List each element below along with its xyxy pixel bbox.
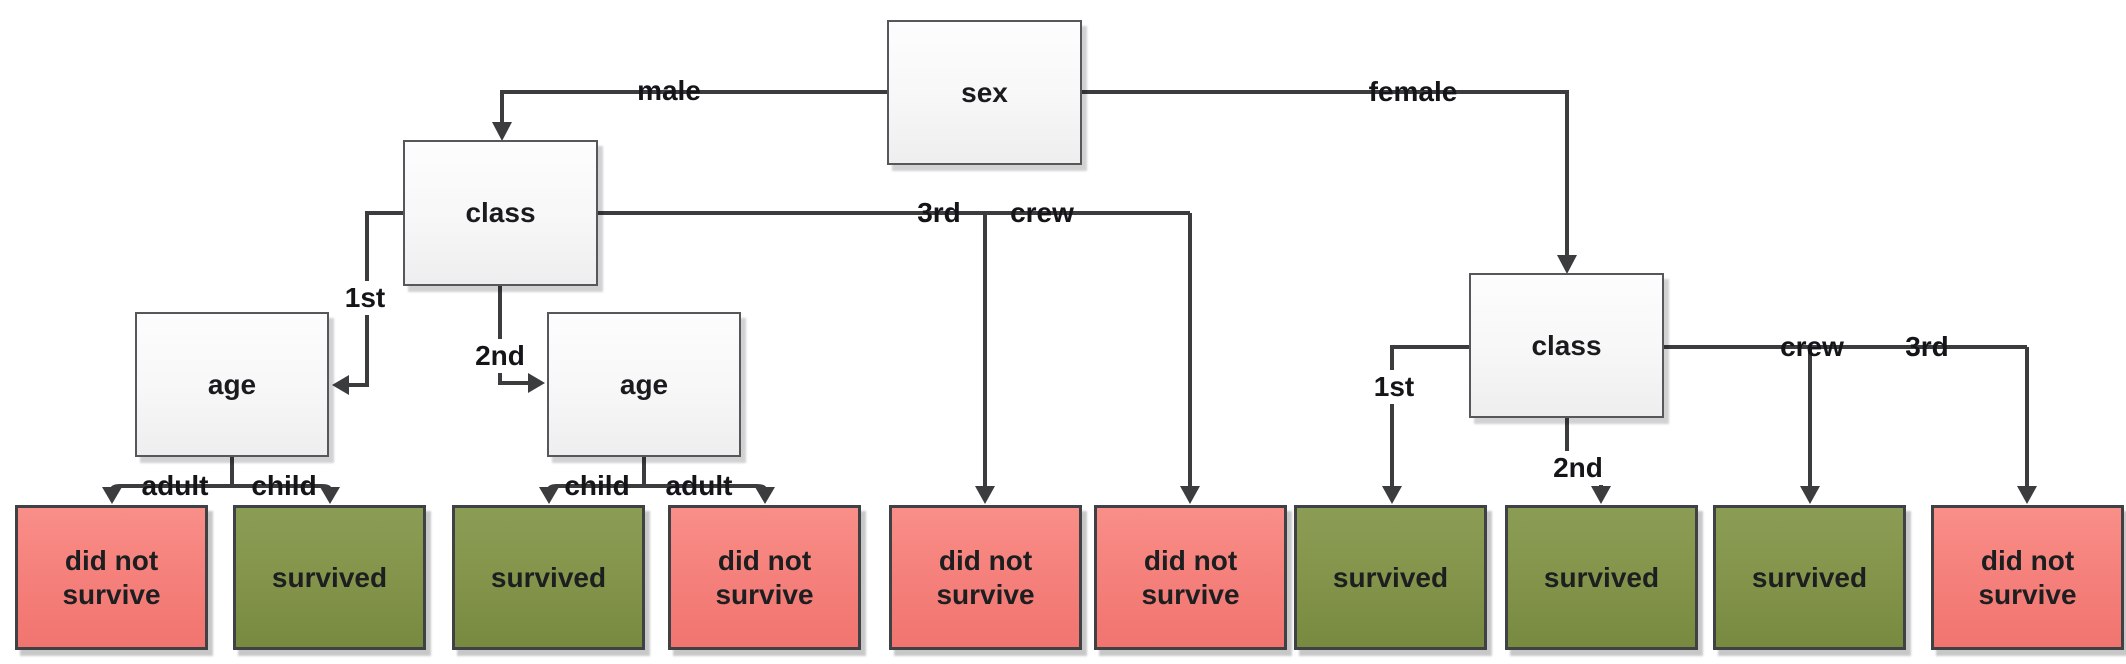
leaf-label: survived	[1543, 561, 1660, 593]
edge-label-male-3rd: 3rd	[917, 197, 961, 228]
arrowhead-down	[320, 487, 340, 504]
node-age-male-1st: age	[135, 312, 329, 457]
edge-label-male-1st-adult: adult	[141, 470, 209, 501]
edge-male-2nd-connector	[498, 286, 545, 393]
leaf-male-1st-adult: did not survive	[15, 505, 208, 650]
leaf-label: survived	[1332, 561, 1449, 593]
arrowhead-down	[1557, 255, 1577, 274]
leaf-label: did not survive	[62, 544, 161, 610]
node-class-female: class	[1469, 273, 1664, 418]
node-sex: sex	[887, 20, 1082, 165]
arrowhead-down	[102, 487, 122, 504]
node-age-male-2nd: age	[547, 312, 741, 457]
edge-label-male: male	[637, 75, 701, 106]
leaf-label: did not survive	[1978, 544, 2077, 610]
leaf-label: survived	[490, 561, 607, 593]
node-class-male: class	[403, 140, 598, 286]
edge-male-line	[500, 90, 887, 124]
edge-male-2nd-line	[498, 286, 530, 385]
leaf-label: survived	[271, 561, 388, 593]
leaf-female-1st: survived	[1294, 505, 1487, 650]
leaf-female-2nd: survived	[1505, 505, 1698, 650]
node-label: class	[1531, 329, 1602, 361]
edge-female-1st-connector	[1382, 345, 1469, 504]
arrowhead-right	[528, 373, 545, 393]
arrowhead-down	[492, 122, 512, 141]
arrowhead-left	[332, 375, 349, 395]
edge-label-female-3rd: 3rd	[1905, 331, 1949, 362]
edge-label-male-2nd: 2nd	[469, 339, 531, 373]
arrowhead-down	[1591, 486, 1611, 504]
leaf-female-crew: survived	[1713, 505, 1906, 650]
edge-label-male-1st: 1st	[338, 281, 392, 315]
leaf-male-2nd-adult: did not survive	[668, 505, 861, 650]
arrowhead-down	[755, 487, 775, 504]
arrowhead-down	[1180, 486, 1200, 504]
edge-age1-split-connector	[102, 457, 340, 504]
edge-female-line	[1082, 90, 1569, 257]
edge-label-male-2nd-adult: adult	[665, 470, 733, 501]
arrowhead-down	[1800, 486, 1820, 504]
edge-label-male-crew: crew	[1010, 197, 1074, 228]
arrowhead-down	[2017, 486, 2037, 504]
arrowhead-down	[539, 487, 559, 504]
edge-label-female: female	[1368, 76, 1458, 107]
leaf-label: did not survive	[1141, 544, 1240, 610]
leaf-label: did not survive	[936, 544, 1035, 610]
leaf-male-crew: did not survive	[1094, 505, 1287, 650]
edge-label-male-1st-child: child	[251, 470, 317, 501]
edge-female-crew-3rd-connector	[1664, 345, 2037, 504]
edge-label-male-2nd-child: child	[564, 470, 630, 501]
node-label: age	[207, 368, 257, 400]
node-label: class	[465, 197, 536, 228]
leaf-male-1st-child: survived	[233, 505, 426, 650]
arrowhead-down	[975, 486, 995, 504]
edge-age2-split-connector	[539, 457, 775, 504]
arrowhead-down	[1382, 486, 1402, 504]
node-label: age	[619, 368, 669, 400]
edge-label-female-crew: crew	[1780, 331, 1844, 362]
leaf-female-3rd: did not survive	[1931, 505, 2124, 650]
leaf-male-2nd-child: survived	[452, 505, 645, 650]
edge-male-connector	[492, 90, 887, 141]
edge-male-3rd-crew-connector	[598, 211, 1200, 504]
edge-female-1st-line	[1390, 345, 1469, 488]
leaf-label: did not survive	[715, 544, 814, 610]
edge-label-female-1st: 1st	[1367, 370, 1421, 404]
leaf-label: survived	[1751, 561, 1868, 593]
leaf-male-3rd: did not survive	[889, 505, 1082, 650]
node-label: sex	[961, 76, 1008, 108]
edge-label-female-2nd: 2nd	[1547, 451, 1609, 485]
edge-female-connector	[1082, 90, 1577, 274]
